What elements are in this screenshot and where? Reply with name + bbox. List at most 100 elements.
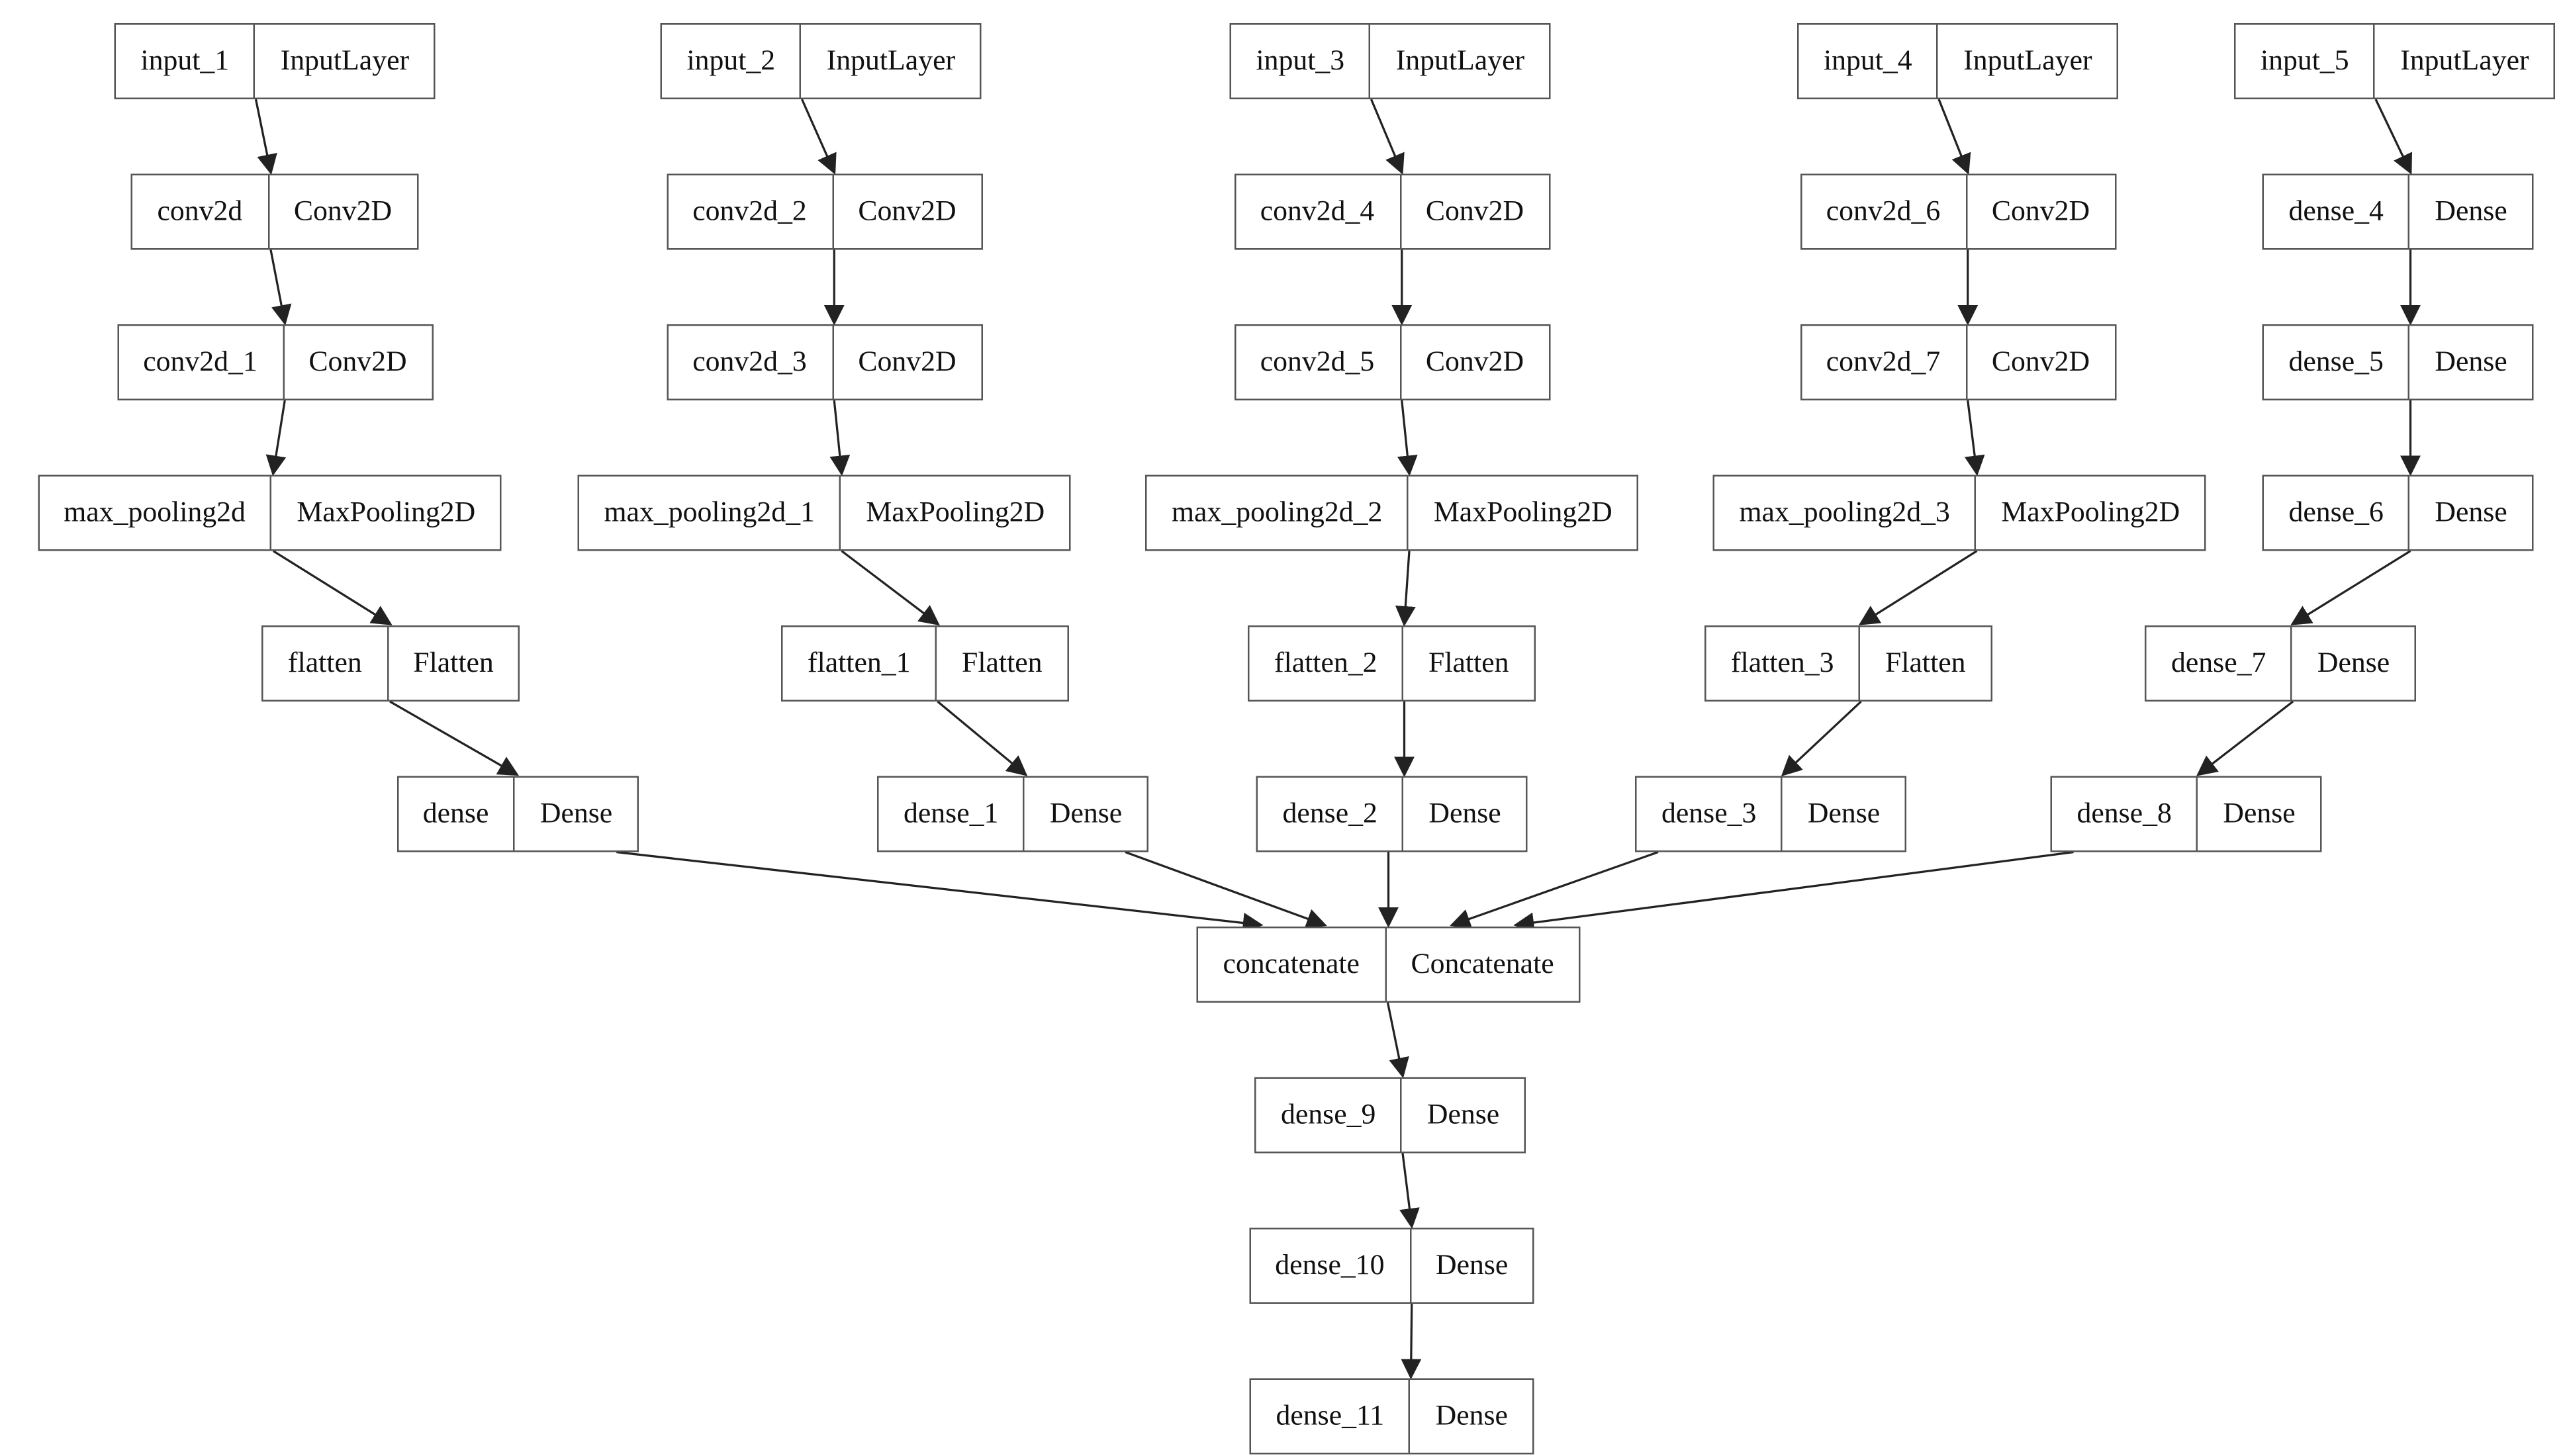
layer-name-label: dense_11 [1251, 1380, 1411, 1453]
layer-name-label: conv2d_1 [118, 326, 284, 399]
layer-name-label: dense_5 [2264, 326, 2410, 399]
node-dense-6: dense_6 Dense [2262, 475, 2534, 551]
layer-name-label: input_4 [1799, 24, 1939, 98]
layer-type-label: InputLayer [280, 43, 410, 76]
node-flatten: flatten Flatten [261, 625, 520, 702]
layer-name-label: max_pooling2d [39, 477, 272, 549]
layer-name-label: dense_4 [2264, 175, 2410, 248]
node-max-pooling2d-3: max_pooling2d_3 MaxPooling2D [1712, 475, 2207, 551]
layer-name-label: dense_8 [2052, 778, 2198, 850]
node-input-2: input_2 InputLayer [660, 23, 982, 99]
node-flatten-2: flatten_2 Flatten [1248, 625, 1536, 702]
layer-name-label: input_5 [2236, 24, 2376, 98]
node-conv2d-5: conv2d_5 Conv2D [1233, 324, 1551, 400]
layer-type-label: Conv2D [1425, 344, 1524, 377]
layer-name-label: max_pooling2d_1 [579, 477, 841, 549]
layer-name-label: conv2d_5 [1235, 326, 1401, 399]
layer-type-label: Flatten [413, 645, 494, 678]
node-concatenate: concatenate Concatenate [1196, 927, 1581, 1003]
node-conv2d-2: conv2d_2 Conv2D [666, 173, 983, 250]
layer-type-label: Dense [1426, 1097, 1500, 1130]
layer-type-label: Dense [1436, 1248, 1509, 1281]
layer-name-label: max_pooling2d_3 [1714, 477, 1977, 549]
layer-type-label: InputLayer [1963, 43, 2092, 76]
layer-name-label: dense_9 [1256, 1079, 1403, 1152]
layer-type-label: Flatten [962, 645, 1043, 678]
layer-name-label: flatten_1 [783, 627, 937, 700]
layer-type-label: Dense [2435, 344, 2507, 377]
layer-name-label: input_2 [662, 24, 802, 98]
layer-name-label: dense_10 [1250, 1229, 1411, 1302]
node-input-4: input_4 InputLayer [1797, 23, 2119, 99]
node-max-pooling2d: max_pooling2d MaxPooling2D [37, 475, 502, 551]
layer-name-label: flatten_3 [1706, 627, 1861, 700]
node-dense-2: dense_2 Dense [1256, 776, 1528, 852]
layer-type-label: Dense [1428, 796, 1501, 829]
layer-name-label: dense_3 [1637, 778, 1783, 850]
node-dense-11: dense_11 Dense [1249, 1378, 1534, 1455]
layer-type-label: Dense [539, 796, 613, 829]
layer-name-label: conv2d_3 [668, 326, 833, 399]
node-max-pooling2d-2: max_pooling2d_2 MaxPooling2D [1145, 475, 1639, 551]
layer-name-label: conv2d_7 [1801, 326, 1967, 399]
layer-name-label: conv2d_4 [1235, 175, 1401, 248]
layer-type-label: Conv2D [1425, 193, 1524, 227]
layer-name-label: dense_1 [879, 778, 1025, 850]
node-input-3: input_3 InputLayer [1229, 23, 1552, 99]
node-input-5: input_5 InputLayer [2234, 23, 2556, 99]
node-dense-9: dense_9 Dense [1254, 1077, 1526, 1154]
layer-type-label: Dense [1807, 796, 1881, 829]
layer-name-label: dense_2 [1258, 778, 1404, 850]
node-dense-10: dense_10 Dense [1248, 1228, 1535, 1304]
layer-type-label: Conv2D [293, 193, 393, 227]
layer-type-label: MaxPooling2D [2001, 494, 2180, 528]
node-flatten-1: flatten_1 Flatten [781, 625, 1069, 702]
node-conv2d: conv2d Conv2D [130, 173, 419, 250]
node-dense-5: dense_5 Dense [2262, 324, 2534, 400]
layer-type-label: Conv2D [858, 344, 956, 377]
layer-type-label: Dense [2435, 494, 2507, 528]
layer-type-label: MaxPooling2D [297, 494, 476, 528]
layer-name-label: conv2d_6 [1801, 175, 1967, 248]
layer-name-label: dense [398, 778, 516, 850]
node-flatten-3: flatten_3 Flatten [1704, 625, 1992, 702]
layer-name-label: concatenate [1198, 928, 1386, 1001]
layer-name-label: dense_6 [2264, 477, 2410, 549]
layer-name-label: flatten_2 [1250, 627, 1404, 700]
node-dense-1: dense_1 Dense [877, 776, 1149, 852]
layer-type-label: Dense [2223, 796, 2296, 829]
layer-name-label: conv2d [132, 175, 269, 248]
node-dense-3: dense_3 Dense [1635, 776, 1907, 852]
node-max-pooling2d-1: max_pooling2d_1 MaxPooling2D [577, 475, 1072, 551]
node-dense-4: dense_4 Dense [2262, 173, 2534, 250]
layer-name-label: flatten [263, 627, 389, 700]
node-input-1: input_1 InputLayer [114, 23, 436, 99]
node-conv2d-4: conv2d_4 Conv2D [1233, 173, 1551, 250]
node-conv2d-3: conv2d_3 Conv2D [666, 324, 983, 400]
layer-type-label: Conv2D [858, 193, 956, 227]
layer-name-label: conv2d_2 [668, 175, 833, 248]
node-conv2d-1: conv2d_1 Conv2D [117, 324, 434, 400]
layer-type-label: Dense [1049, 796, 1123, 829]
layer-type-label: MaxPooling2D [1433, 494, 1612, 528]
node-dense-8: dense_8 Dense [2050, 776, 2322, 852]
layer-type-label: Conv2D [308, 344, 407, 377]
layer-type-label: InputLayer [2400, 43, 2529, 76]
layer-type-label: Conv2D [1991, 344, 2090, 377]
layer-type-label: Flatten [1428, 645, 1509, 678]
layer-type-label: Concatenate [1411, 946, 1554, 979]
layer-name-label: max_pooling2d_2 [1147, 477, 1409, 549]
node-conv2d-6: conv2d_6 Conv2D [1799, 173, 2117, 250]
layer-type-label: Dense [2435, 193, 2507, 227]
node-dense: dense Dense [396, 776, 639, 852]
node-conv2d-7: conv2d_7 Conv2D [1799, 324, 2117, 400]
node-dense-7: dense_7 Dense [2145, 625, 2417, 702]
layer-type-label: Conv2D [1991, 193, 2090, 227]
layer-name-label: dense_7 [2147, 627, 2293, 700]
layer-type-label: MaxPooling2D [866, 494, 1045, 528]
layer-type-label: InputLayer [826, 43, 956, 76]
layer-type-label: Flatten [1885, 645, 1966, 678]
